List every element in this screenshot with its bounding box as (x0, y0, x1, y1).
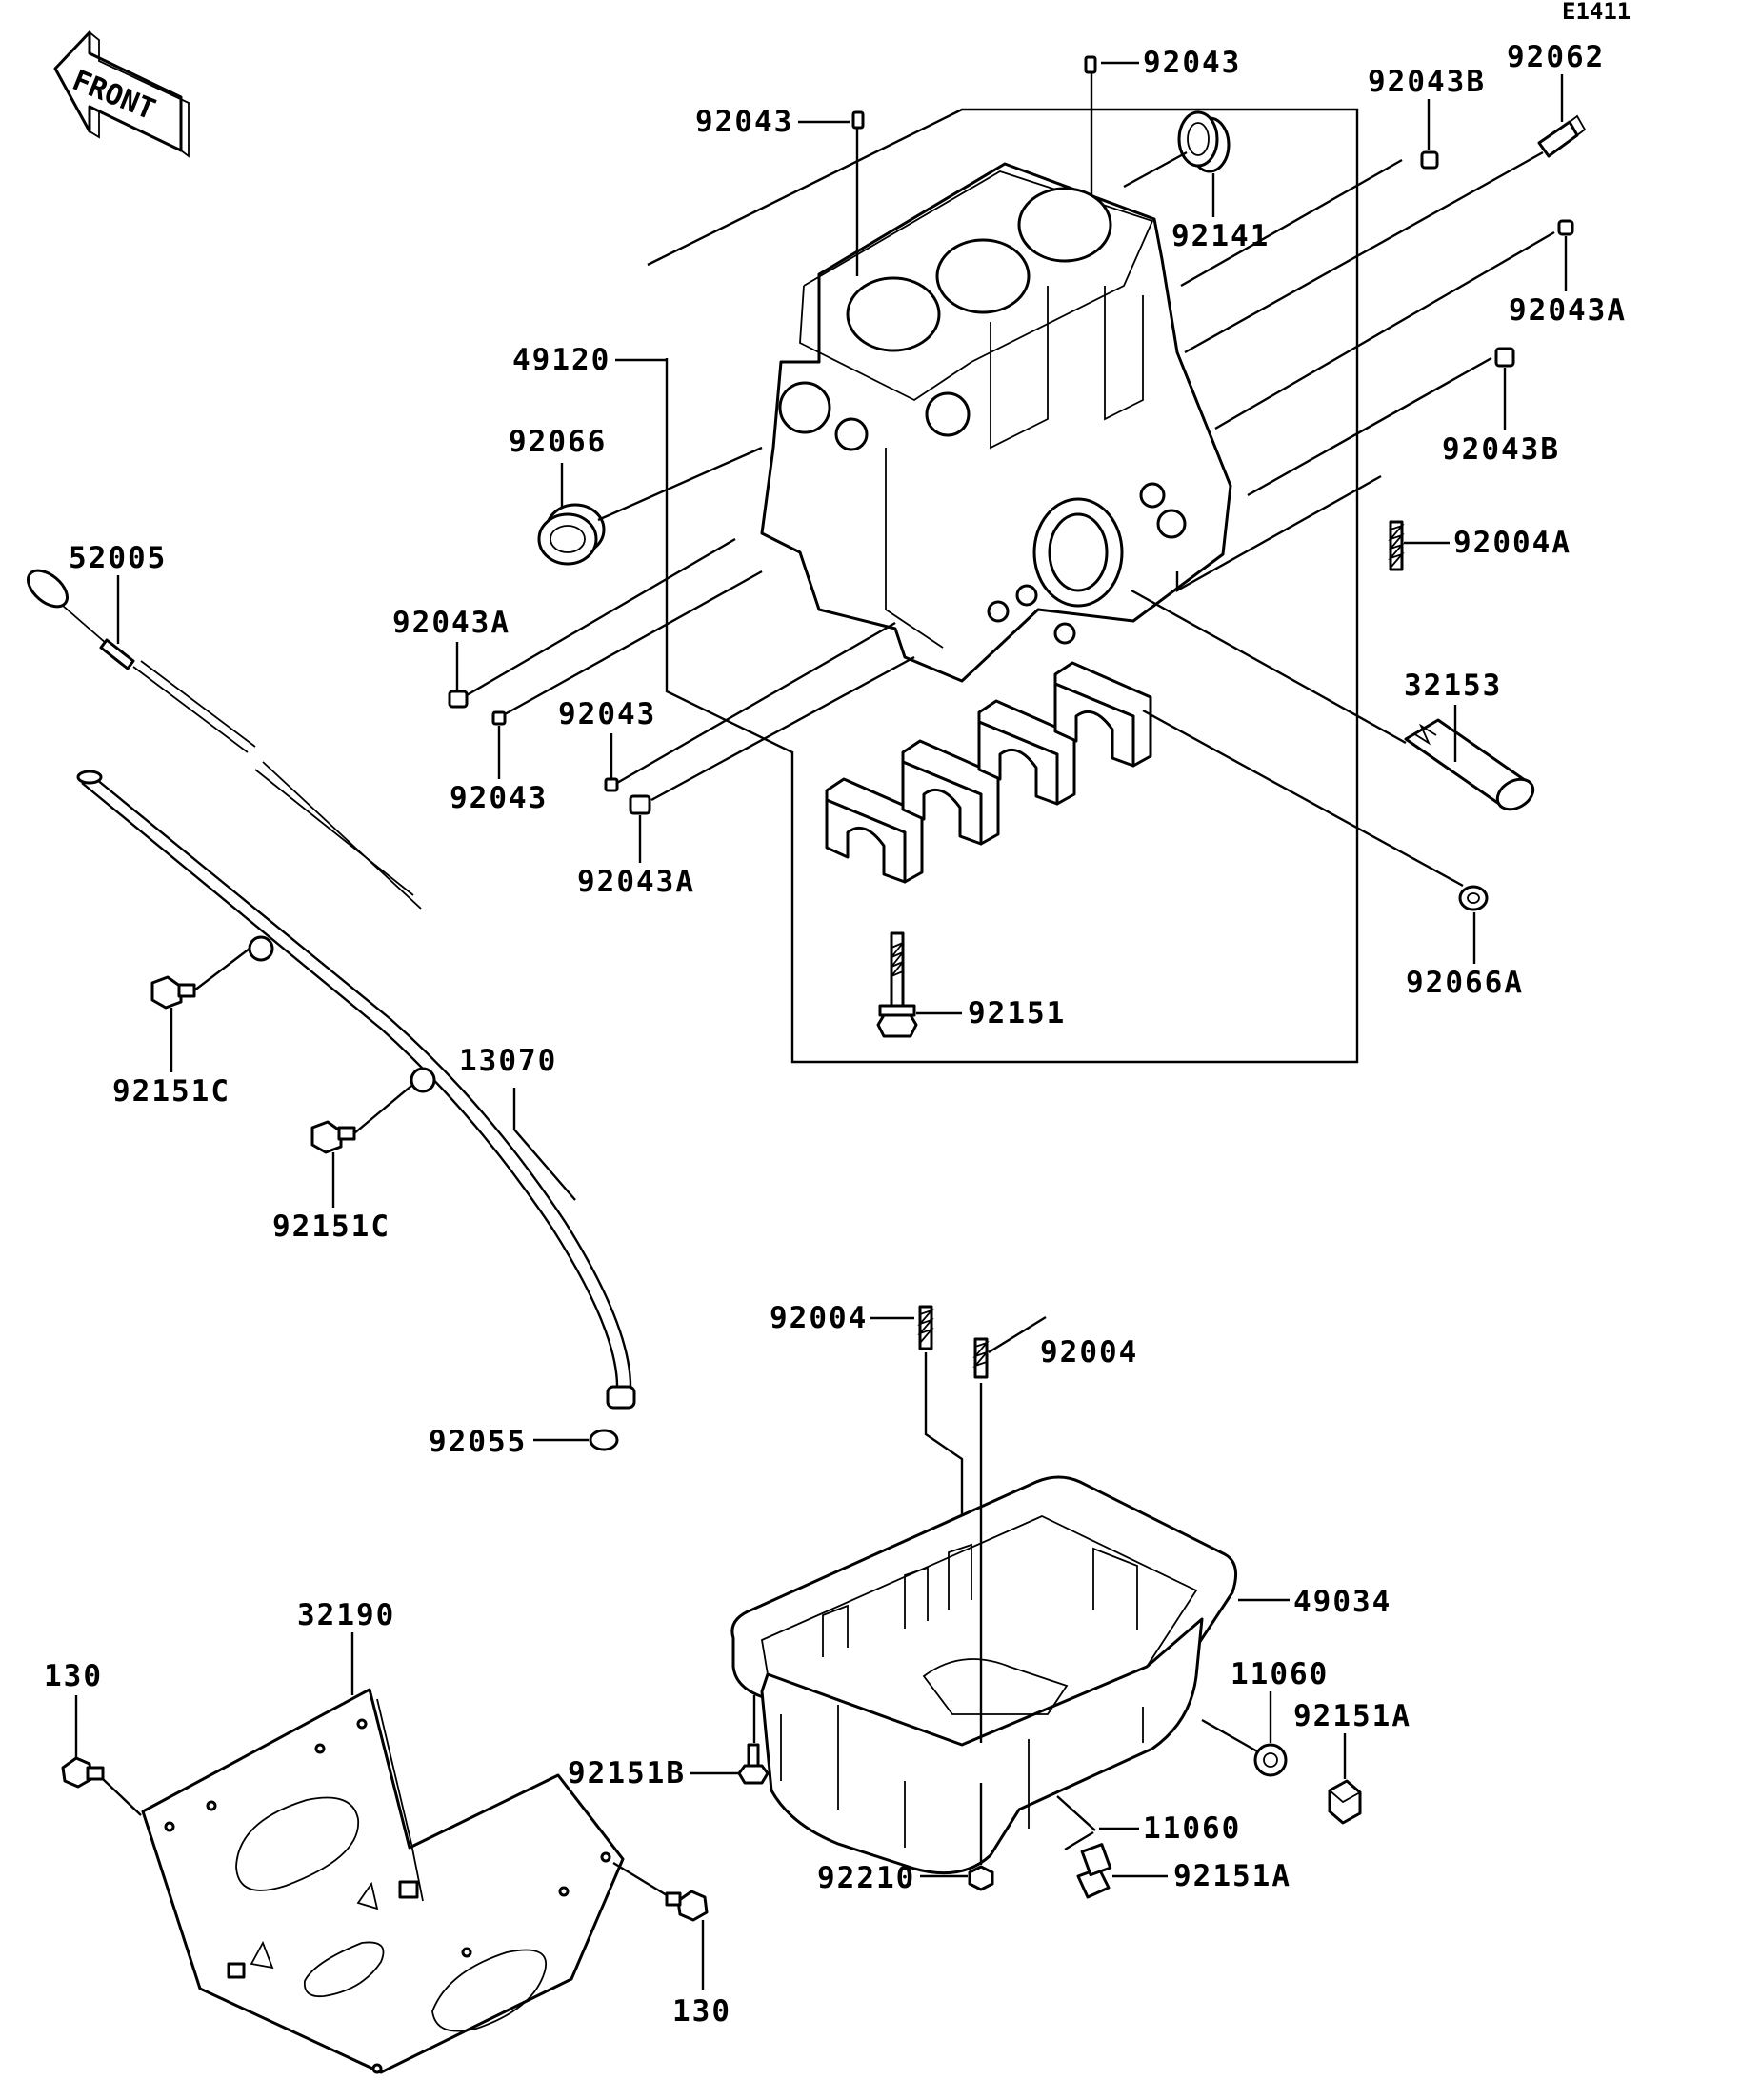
callout-92062: 92062 (1507, 40, 1605, 74)
skid-plate-group (61, 1632, 709, 2074)
bolt-130-a (61, 1756, 105, 1789)
callout-92151B: 92151B (568, 1756, 686, 1790)
callout-92066A: 92066A (1406, 966, 1524, 1000)
callout-92141: 92141 (1171, 219, 1270, 253)
callout-49034: 49034 (1293, 1585, 1391, 1619)
drain-bolt-92151A-a (1328, 1779, 1362, 1825)
bearing-caps (825, 661, 1152, 884)
dowel-pins (448, 55, 1574, 815)
dipstick-guide (76, 770, 636, 1410)
callout-92151A-a: 92151A (1293, 1699, 1411, 1733)
callout-32190: 32190 (297, 1598, 395, 1632)
callout-92004-b: 92004 (1040, 1335, 1138, 1370)
callout-11060-b: 11060 (1143, 1811, 1241, 1846)
callout-92043A-mid: 92043A (577, 865, 695, 899)
callout-11060-a: 11060 (1231, 1657, 1329, 1691)
o-ring-92055 (589, 1429, 619, 1451)
bolt-92151C-b (310, 1120, 356, 1154)
bolt-92151B (737, 1743, 770, 1785)
callout-13070: 13070 (459, 1044, 557, 1078)
callout-92004A: 92004A (1453, 526, 1571, 560)
callout-92043-top-left: 92043 (695, 105, 793, 139)
pipe-32153 (1404, 718, 1535, 811)
callout-92043-top-right: 92043 (1143, 46, 1241, 80)
stud-92004-a (917, 1305, 934, 1350)
callout-92151C-a: 92151C (112, 1074, 230, 1109)
callout-92055: 92055 (429, 1425, 527, 1459)
front-arrow-icon: FRONT (53, 30, 190, 158)
stud-92004A (1388, 520, 1405, 571)
drain-bolt-92151A-b (1076, 1843, 1112, 1899)
callout-92043-mid: 92043 (558, 697, 656, 731)
callout-92043A-right: 92043A (1509, 293, 1627, 328)
cylinder-block-group (448, 55, 1587, 1064)
cylinder-block (760, 162, 1232, 683)
callout-92043-left: 92043 (450, 781, 548, 815)
callout-92043A-left: 92043A (392, 606, 510, 640)
callout-130-a: 130 (44, 1659, 103, 1693)
dipstick-group (27, 569, 636, 1451)
callout-92004-a: 92004 (770, 1301, 868, 1335)
callout-92151C-b: 92151C (272, 1210, 390, 1244)
stud-92004-b (972, 1337, 990, 1379)
washer-11060-a (1253, 1743, 1288, 1777)
callout-92043B-top: 92043B (1368, 65, 1486, 99)
callout-92066: 92066 (509, 425, 607, 459)
callout-32153: 32153 (1404, 669, 1502, 703)
oil-pan-group (690, 1305, 1362, 1899)
plug-92062 (1537, 114, 1587, 158)
main-bearing-bolt (876, 931, 918, 1038)
callout-49120: 49120 (512, 343, 610, 377)
callout-92151A-b: 92151A (1173, 1859, 1291, 1893)
bolt-92151C-a (150, 975, 196, 1010)
callout-52005: 52005 (69, 541, 167, 575)
seal-92066A (1458, 885, 1489, 911)
callout-92043B-right: 92043B (1442, 432, 1560, 467)
seal-92141 (1177, 110, 1231, 173)
callout-labels: 92043 92043 92043B 92062 92141 92043A 92… (44, 40, 1627, 2029)
washer-11060-b (1064, 1830, 1094, 1851)
oil-pan (730, 1475, 1238, 1875)
skid-plate (141, 1688, 625, 2074)
diagram-code: E1411 (1562, 0, 1631, 25)
seal-92066 (537, 503, 606, 566)
plug-92210 (968, 1865, 994, 1891)
bolt-130-b (665, 1890, 709, 1922)
callout-92210: 92210 (817, 1861, 915, 1895)
dipstick (27, 569, 422, 910)
callout-92151: 92151 (968, 996, 1066, 1030)
callout-130-b: 130 (672, 1994, 731, 2029)
